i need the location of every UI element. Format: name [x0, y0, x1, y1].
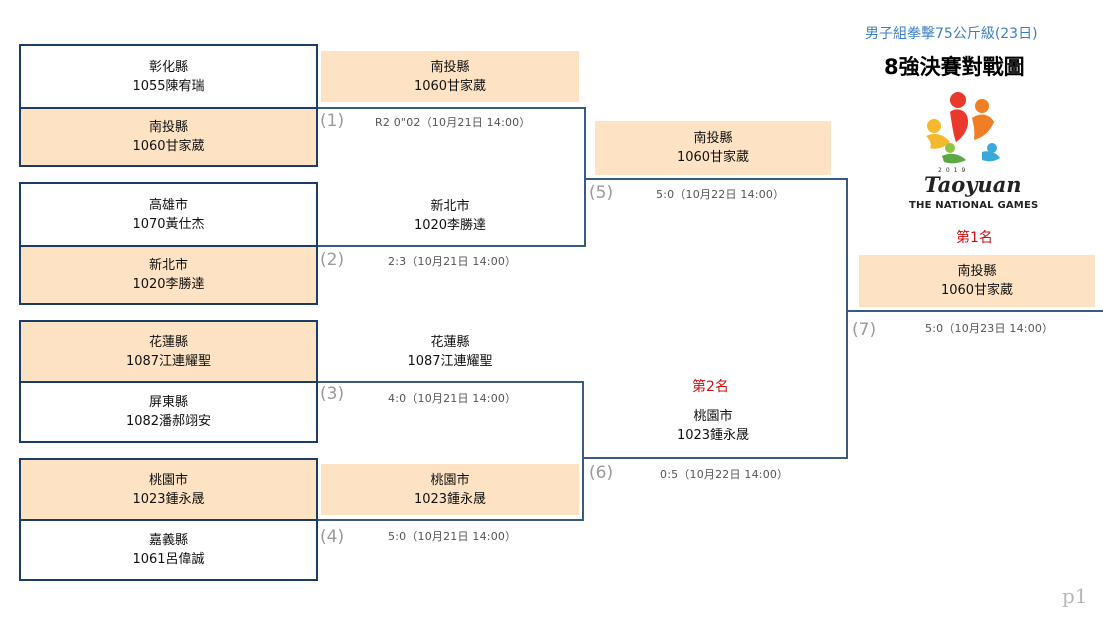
entrant-team: 嘉義縣	[148, 533, 188, 548]
connector-match-5-top	[584, 178, 847, 180]
logo-green-figure-head	[945, 143, 955, 153]
match-4-number: (4)	[320, 527, 345, 547]
winner-athlete: 1020李勝達	[413, 217, 487, 233]
winner-athlete: 1087江連耀聖	[407, 353, 493, 369]
logo-blue-figure-body	[982, 151, 1000, 162]
winner-athlete: 1060甘家葳	[940, 283, 1014, 298]
match-7-score: 5:0（10月23日 14:00）	[925, 322, 1054, 335]
entrant-athlete: 1061呂偉誠	[132, 552, 205, 567]
bracket-title: 8強決賽對戰圖	[884, 55, 1025, 79]
match-6-score: 0:5（10月22日 14:00）	[660, 468, 789, 481]
logo-year: 2019	[938, 167, 970, 174]
logo-yellow-figure-head	[927, 119, 941, 133]
connector-match-3-4-vertical	[582, 381, 584, 521]
first-place-label: 第1名	[956, 230, 993, 246]
entrant-athlete: 1082潘郝翊安	[125, 414, 212, 429]
match-4-winner: 桃園市 1023鍾永晟	[321, 464, 579, 515]
match-6-number: (6)	[589, 463, 614, 483]
match-5-winner: 南投縣 1060甘家葳	[595, 121, 831, 175]
entrant-athlete: 1060甘家葳	[132, 139, 205, 154]
match-1-winner: 南投縣 1060甘家葳	[321, 51, 579, 102]
entrant-athlete: 1023鍾永晟	[132, 491, 205, 507]
entrant-box-2: 南投縣 1060甘家葳	[19, 107, 318, 167]
entrant-box-5: 花蓮縣 1087江連耀聖	[19, 320, 318, 383]
connector-final	[846, 310, 1103, 312]
connector-match-1-top	[318, 107, 585, 109]
winner-team: 新北市	[430, 198, 470, 214]
logo-orange-figure-body	[972, 114, 994, 140]
logo-wordmark: Taoyuan	[924, 172, 1022, 197]
match-7-number: (7)	[852, 320, 877, 340]
winner-athlete: 1023鍾永晟	[676, 428, 750, 443]
winner-team: 南投縣	[957, 264, 997, 279]
entrant-athlete: 1055陳宥瑞	[132, 78, 205, 94]
games-name: THE NATIONAL GAMES	[909, 200, 1039, 211]
champion-box: 南投縣 1060甘家葳	[859, 255, 1095, 307]
connector-match-5-6-vertical	[846, 178, 848, 459]
connector-match-1-2-vertical	[584, 107, 586, 247]
entrant-team: 新北市	[148, 258, 188, 273]
second-place-label: 第2名	[692, 379, 729, 395]
match-2-number: (2)	[320, 250, 345, 270]
logo-red-figure-body	[950, 109, 969, 142]
logo-orange-figure-head	[975, 99, 989, 113]
logo-blue-figure-head	[987, 143, 997, 153]
winner-team: 桃園市	[430, 472, 470, 488]
winner-athlete: 1060甘家葳	[413, 78, 487, 94]
match-3-score: 4:0（10月21日 14:00）	[388, 392, 517, 405]
connector-match-6-bottom	[582, 457, 847, 459]
match-2-winner: 新北市 1020李勝達	[321, 190, 579, 241]
entrant-team: 屏東縣	[148, 395, 188, 410]
entrant-box-1: 彰化縣 1055陳宥瑞	[19, 44, 318, 109]
entrant-athlete: 1020李勝達	[132, 277, 205, 292]
winner-team: 南投縣	[693, 131, 733, 146]
match-6-winner: 桃園市 1023鍾永晟	[595, 403, 831, 449]
connector-match-3-top	[318, 381, 583, 383]
winner-team: 南投縣	[430, 59, 470, 75]
winner-athlete: 1023鍾永晟	[413, 491, 487, 507]
match-2-score: 2:3（10月21日 14:00）	[388, 255, 517, 268]
match-4-score: 5:0（10月21日 14:00）	[388, 530, 517, 543]
logo-yellow-figure-body	[926, 134, 950, 149]
taoyuan-games-logo	[926, 92, 1000, 164]
entrant-athlete: 1087江連耀聖	[125, 353, 212, 369]
entrant-athlete: 1070黃仕杰	[132, 216, 205, 232]
entrant-team: 高雄市	[148, 197, 188, 213]
match-3-number: (3)	[320, 384, 345, 404]
match-5-number: (5)	[589, 183, 614, 203]
winner-team: 花蓮縣	[430, 334, 470, 350]
match-1-score: R2 0"02（10月21日 14:00）	[375, 116, 531, 129]
entrant-box-7: 桃園市 1023鍾永晟	[19, 458, 318, 521]
entrant-box-4: 新北市 1020李勝達	[19, 245, 318, 305]
logo-red-figure-head	[950, 92, 966, 108]
winner-team: 桃園市	[693, 409, 733, 424]
match-1-number: (1)	[320, 111, 345, 131]
match-3-winner: 花蓮縣 1087江連耀聖	[321, 326, 579, 377]
page-number: p1	[1062, 584, 1088, 608]
entrant-box-8: 嘉義縣 1061呂偉誠	[19, 519, 318, 581]
logo-green-figure-body	[942, 153, 966, 164]
entrant-team: 花蓮縣	[148, 334, 188, 350]
entrant-box-3: 高雄市 1070黃仕杰	[19, 182, 318, 247]
event-subtitle: 男子組拳擊75公斤級(23日)	[865, 26, 1038, 42]
entrant-box-6: 屏東縣 1082潘郝翊安	[19, 381, 318, 443]
entrant-team: 桃園市	[148, 472, 188, 488]
match-5-score: 5:0（10月22日 14:00）	[656, 188, 785, 201]
entrant-team: 彰化縣	[148, 59, 188, 75]
entrant-team: 南投縣	[148, 120, 188, 135]
connector-match-2-bottom	[318, 245, 585, 247]
connector-match-4-bottom	[318, 519, 583, 521]
winner-athlete: 1060甘家葳	[676, 150, 750, 165]
